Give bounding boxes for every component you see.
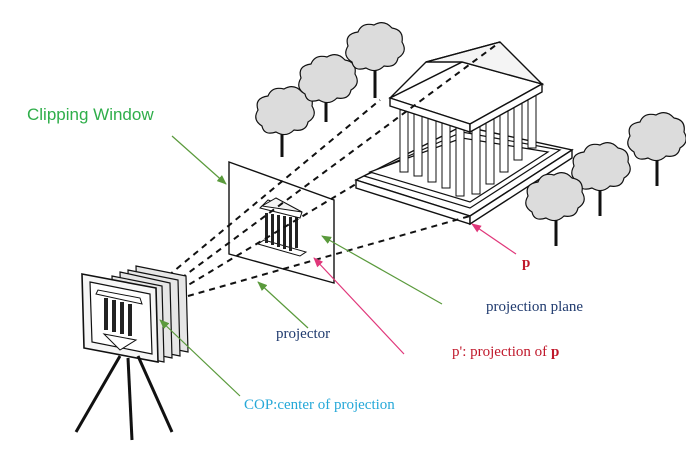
temple-icon bbox=[354, 41, 574, 226]
green-arrows bbox=[159, 135, 443, 397]
tree-icon bbox=[525, 172, 585, 246]
camera-icon bbox=[81, 265, 189, 363]
p-label: p bbox=[522, 255, 531, 271]
p-prime-prefix: p': projection of bbox=[452, 344, 551, 360]
projection-plane-label: projection plane bbox=[486, 299, 584, 315]
cop-label: COP:center of projection bbox=[244, 397, 395, 413]
clipping-window-label: Clipping Window bbox=[27, 105, 154, 124]
tree-icon bbox=[298, 54, 358, 122]
p-prime-bold: p bbox=[550, 344, 560, 360]
projector-lines bbox=[167, 41, 501, 297]
p-prime-label: p': projection of p bbox=[452, 345, 559, 360]
tree-icon bbox=[571, 142, 631, 216]
projector-label: projector bbox=[276, 326, 331, 342]
temple-image-icon bbox=[256, 197, 308, 257]
tripod-icon bbox=[74, 355, 174, 441]
projection-plane bbox=[228, 161, 335, 284]
pink-arrows bbox=[313, 223, 517, 355]
tree-icon bbox=[345, 22, 405, 98]
tree-icon bbox=[627, 112, 686, 186]
